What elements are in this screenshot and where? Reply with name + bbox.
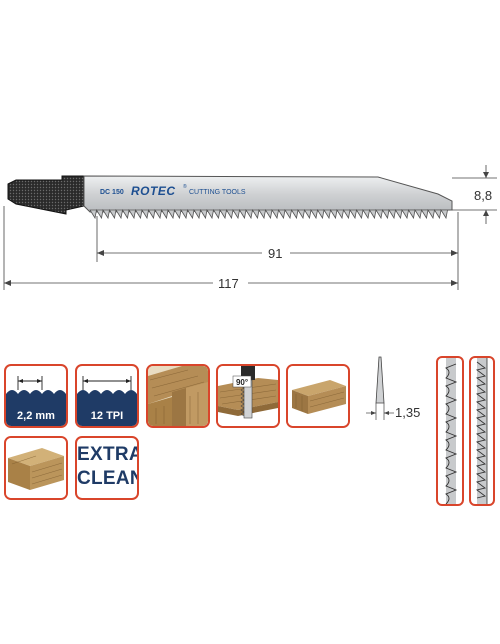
tooth-shape-profile-tile	[469, 356, 495, 506]
right-angle-cut-icon: 90°	[218, 366, 278, 426]
wood-plank-icon	[288, 366, 348, 426]
blade-shank	[7, 175, 85, 215]
brand-logo: ROTEC	[131, 184, 176, 198]
extra-clean-line1: EXTRA	[77, 444, 139, 465]
blade-drawing: DC 150 ROTEC ® CUTTING TOOLS 8,8 91 117	[3, 165, 497, 291]
blade-teeth	[89, 208, 452, 220]
wood-block-icon	[6, 438, 66, 498]
right-angle-cut-tile: 90°	[216, 364, 280, 428]
brand-registered-mark: ®	[183, 183, 187, 190]
tpi-label: 12 TPI	[91, 410, 123, 422]
tooth-set-outline	[445, 363, 458, 504]
tooth-set-profile-tile	[436, 356, 464, 506]
working-length-label: 91	[268, 246, 282, 261]
blade-height-label: 8,8	[474, 188, 492, 203]
tooth-pitch-label: 2,2 mm	[17, 410, 55, 422]
blade-thickness-diagram: 1,35	[366, 356, 420, 420]
tooth-shape-outline	[475, 361, 487, 499]
extra-clean-tile: EXTRA CLEAN	[75, 436, 139, 500]
wood-joint-tile	[146, 364, 210, 428]
tooth-set-profile-icon	[445, 358, 458, 504]
wood-plank-tile	[286, 364, 350, 428]
tooth-pitch-graphic: 2,2 mm	[6, 376, 66, 426]
tooth-pitch-tile: 2,2 mm	[4, 364, 68, 428]
blade-body	[83, 175, 453, 213]
tooth-shape-profile-icon	[475, 358, 488, 504]
total-length-dimension	[3, 206, 458, 290]
total-length-label: 117	[218, 276, 239, 291]
brand-tagline: CUTTING TOOLS	[189, 189, 246, 196]
tpi-graphic: 12 TPI	[77, 376, 137, 426]
wood-block-tile	[4, 436, 68, 500]
wood-joint-icon	[148, 366, 208, 426]
height-dimension	[452, 165, 497, 224]
tpi-tile: 12 TPI	[75, 364, 139, 428]
blade-cross-section	[375, 356, 385, 404]
product-code: DC 150	[100, 189, 124, 196]
cut-angle-label: 90°	[236, 378, 248, 387]
extra-clean-line2: CLEAN	[77, 468, 139, 489]
blade-thickness-label: 1,35	[395, 405, 420, 420]
working-length-dimension	[96, 212, 459, 290]
